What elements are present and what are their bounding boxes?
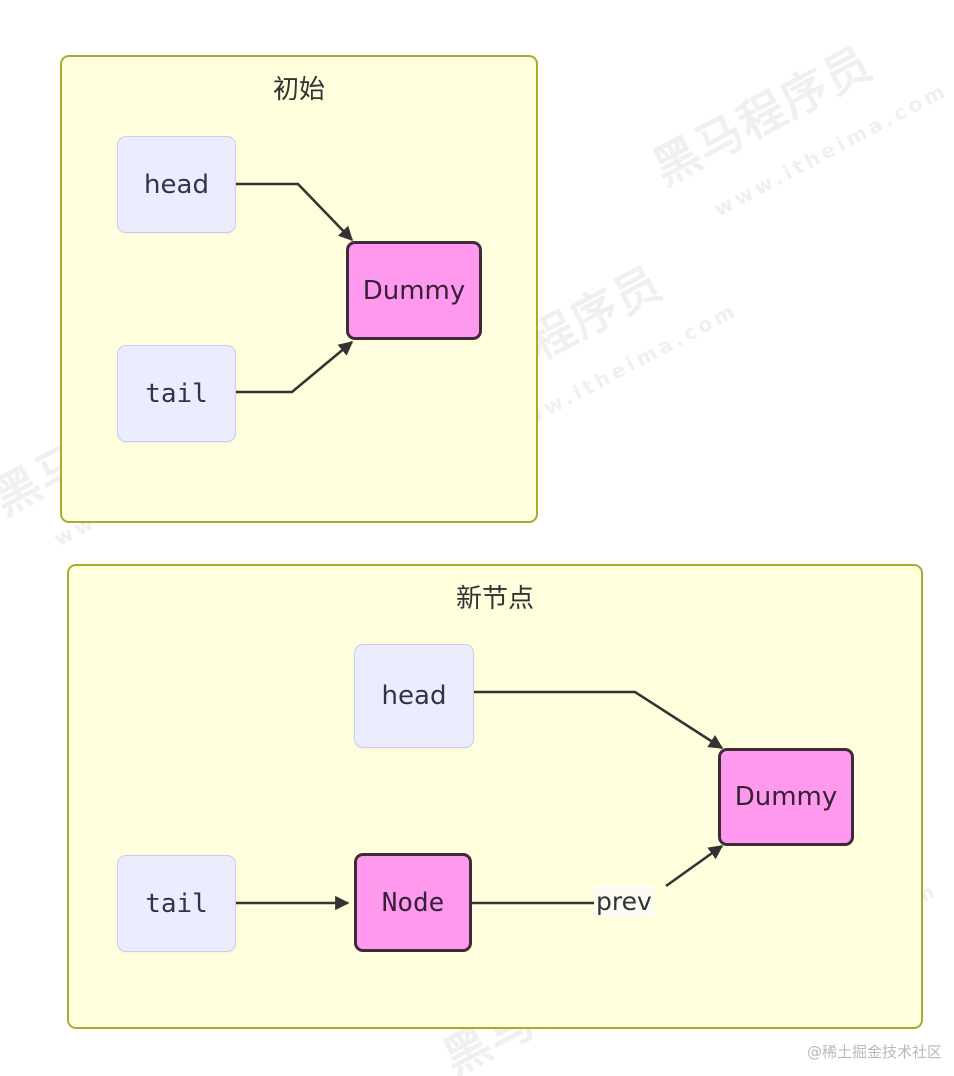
- node-tail-initial[interactable]: tail: [117, 345, 236, 442]
- node-label: head: [381, 681, 447, 711]
- panel-initial-title: 初始: [272, 75, 325, 105]
- node-label: tail: [145, 888, 208, 919]
- edge-label-prev: prev: [594, 886, 654, 917]
- node-label: Dummy: [734, 782, 838, 812]
- node-head-initial[interactable]: head: [117, 136, 236, 233]
- node-tail-new[interactable]: tail: [117, 855, 236, 952]
- node-label: Dummy: [362, 275, 466, 306]
- panel-new-node-title: 新节点: [455, 584, 534, 614]
- source-credit: @稀土掘金技术社区: [806, 1043, 942, 1061]
- watermark-text-cn: 黑马程序员: [644, 35, 882, 196]
- watermark-text-en: www.itheima.com: [710, 77, 952, 222]
- node-label: Node: [381, 887, 445, 918]
- node-label: tail: [145, 378, 208, 409]
- node-dummy-initial[interactable]: Dummy: [346, 241, 482, 340]
- node-label: head: [144, 169, 209, 200]
- node-node-new[interactable]: Node: [354, 853, 472, 952]
- node-head-new[interactable]: head: [354, 644, 474, 748]
- node-dummy-new[interactable]: Dummy: [718, 748, 854, 846]
